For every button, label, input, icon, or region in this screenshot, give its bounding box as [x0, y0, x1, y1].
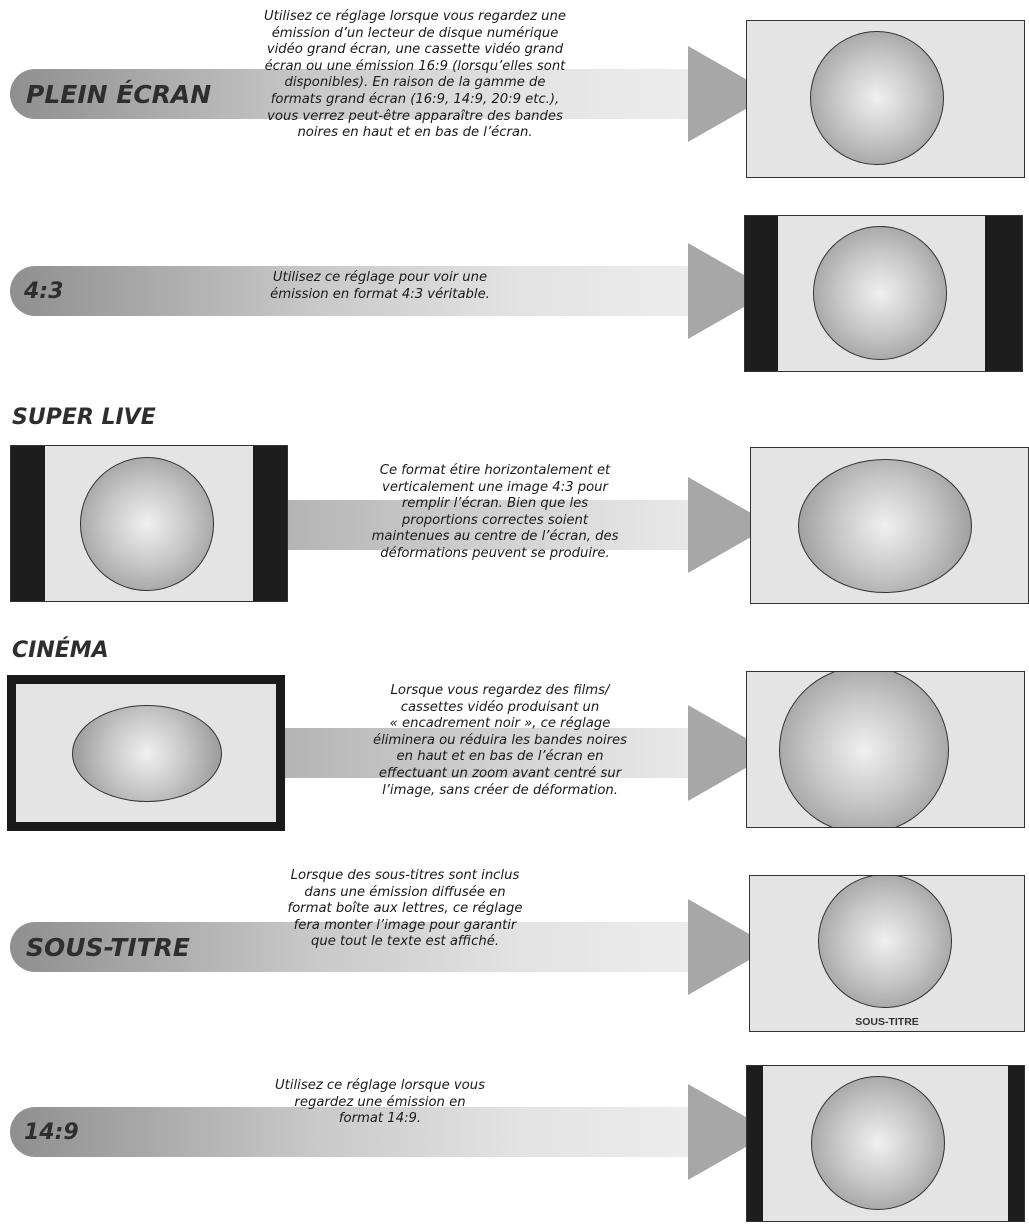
- mode-label-14-9: 14:9: [24, 1120, 79, 1145]
- side-bar-left: [747, 1066, 763, 1221]
- tv-screen-super-live-source: [10, 445, 288, 602]
- arrow-band: [288, 500, 690, 550]
- mode-label-super-live: SUPER LIVE: [12, 405, 156, 430]
- arrow-band: [10, 266, 690, 316]
- picture-circle: [810, 31, 944, 165]
- picture-circle: [811, 1076, 945, 1210]
- side-bar-right: [985, 216, 1022, 371]
- mode-label-cinema: CINÉMA: [12, 638, 109, 663]
- arrow-band: [10, 69, 690, 119]
- tv-screen-4-3: [744, 215, 1023, 372]
- tv-screen-sous-titre: SOUS-TITRE: [749, 875, 1025, 1032]
- side-bar-left: [745, 216, 778, 371]
- tv-screen-plein-ecran: [746, 20, 1025, 178]
- picture-circle: [818, 876, 952, 1008]
- tv-screen-14-9: [746, 1065, 1025, 1222]
- tv-screen-cinema-result: [746, 671, 1025, 828]
- mode-description-super-live: Ce format étire horizontalement et verti…: [371, 463, 619, 561]
- picture-ellipse: [72, 705, 222, 802]
- tv-screen-cinema-source: [7, 675, 285, 831]
- mode-label-4-3: 4:3: [24, 279, 64, 304]
- mode-description-cinema: Lorsque vous regardez des films/ cassett…: [372, 683, 628, 798]
- tv-screen-super-live-result: [750, 447, 1029, 604]
- mode-label-plein-ecran: PLEIN ÉCRAN: [26, 80, 212, 109]
- mode-label-sous-titre: SOUS-TITRE: [26, 933, 191, 962]
- side-bar-right: [253, 446, 287, 601]
- side-bar-left: [11, 446, 45, 601]
- picture-ellipse: [798, 459, 972, 593]
- picture-circle: [80, 457, 214, 591]
- picture-ellipse: [779, 672, 949, 827]
- mode-description-plein-ecran: Utilisez ce réglage lorsque vous regarde…: [264, 9, 566, 141]
- arrow-band: [10, 1107, 690, 1157]
- picture-circle: [813, 226, 947, 360]
- arrow-band: [284, 728, 690, 778]
- arrow-band: [10, 922, 690, 972]
- mode-description-sous-titre: Lorsque des sous-titres sont inclus dans…: [287, 868, 523, 950]
- screen-caption-sous-titre: SOUS-TITRE: [855, 1016, 919, 1028]
- side-bar-right: [1008, 1066, 1024, 1221]
- mode-description-14-9: Utilisez ce réglage lorsque vous regarde…: [275, 1078, 485, 1127]
- mode-description-4-3: Utilisez ce réglage pour voir une émissi…: [270, 270, 490, 302]
